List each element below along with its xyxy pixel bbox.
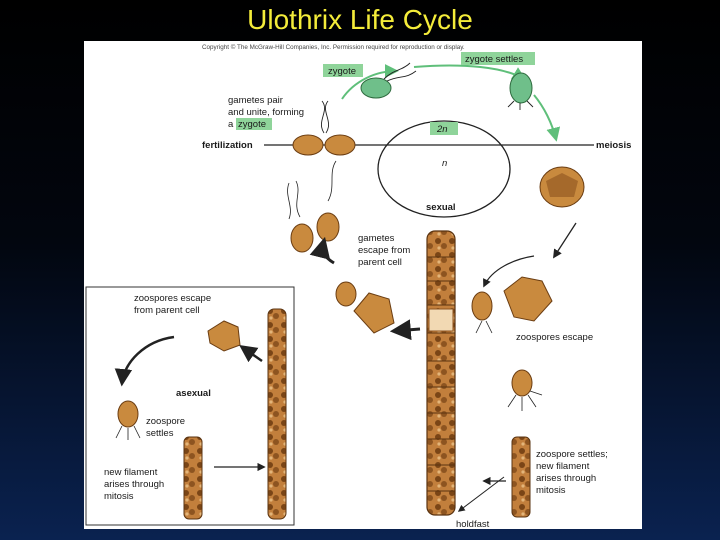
gametes-pair-line1: gametes pair (228, 95, 283, 106)
free-zoospore-right-flagella (507, 390, 543, 411)
gametes-arrow (309, 236, 335, 265)
fertilization-label: fertilization (202, 140, 253, 151)
free-gamete-flagella-2 (327, 160, 337, 202)
meiosis-cell-division (546, 173, 578, 197)
free-gamete-1 (290, 223, 314, 253)
gametes-pair-line3b: zygote (238, 119, 266, 130)
inset-zoospore (117, 400, 139, 428)
inset-zoospores-escape-line1: zoospores escape (134, 293, 211, 304)
zoospore-escaping (471, 291, 493, 321)
zoospores-arrow (483, 255, 535, 288)
ploidy-circle (377, 120, 511, 218)
zoospores-escape-label: zoospores escape (516, 332, 593, 343)
inset-new-filament-line2: arises through (104, 479, 164, 490)
slide-title: Ulothrix Life Cycle (247, 4, 473, 35)
inset-arc-arrow (114, 335, 175, 387)
gamete-left (292, 134, 324, 156)
arc-to-zygote-settles (413, 64, 527, 81)
central-filament (426, 230, 456, 516)
settled-zygote-rhizoids (507, 100, 534, 110)
new-filament-right (511, 436, 531, 518)
holdfast-label: holdfast (456, 519, 490, 529)
gametes-escape-line3: parent cell (358, 257, 402, 268)
escaping-gamete (335, 281, 357, 307)
empty-parent-cell (428, 308, 454, 332)
inset-zoospore-settles-line1: zoospore (146, 416, 185, 427)
zygote-flagella (383, 62, 417, 82)
holdfast-pointer (457, 476, 505, 512)
two-n-label: 2n (436, 124, 448, 135)
zygote-settles-label: zygote settles (465, 54, 523, 65)
copyright-text: Copyright © The McGraw-Hill Companies, I… (202, 43, 465, 51)
arc-to-zygote (341, 64, 399, 100)
life-cycle-figure: Copyright © The McGraw-Hill Companies, I… (84, 41, 642, 529)
inset-zoospore-flagella (115, 425, 141, 440)
zoospore-settles-r4: mitosis (536, 485, 566, 496)
zoospore-settles-r2: new filament (536, 461, 590, 472)
free-gamete-2 (316, 212, 340, 242)
parent-cell-arrow (389, 319, 421, 341)
inset-new-filament-line1: new filament (104, 467, 158, 478)
gametes-escape-line1: gametes (358, 233, 395, 244)
central-filament-walls (427, 256, 455, 492)
zoospore-escaping-flagella (475, 320, 493, 334)
left-filament (267, 308, 287, 520)
sexual-label: sexual (426, 202, 456, 213)
left-filament-arrow (239, 344, 263, 363)
free-zoospore-right (511, 369, 533, 397)
free-gamete-flagella (287, 180, 301, 220)
settled-zygote-cell (509, 72, 533, 104)
meiosis-down-arrow (553, 222, 577, 259)
zoospore-parent-cell (503, 276, 553, 322)
zygote-label: zygote (328, 66, 356, 77)
life-cycle-diagram: Copyright © The McGraw-Hill Companies, I… (85, 43, 631, 529)
zoospore-settles-r1: zoospore settles; (536, 449, 608, 460)
gametes-pair-line2: and unite, forming (228, 107, 304, 118)
n-label: n (442, 158, 447, 169)
gametes-escape-line2: escape from (358, 245, 410, 256)
gametes-zygote-box (236, 118, 272, 130)
two-n-box (430, 122, 458, 135)
zoospore-settles-r3: arises through (536, 473, 596, 484)
asexual-label: asexual (176, 388, 211, 399)
zygote-cell (360, 77, 392, 99)
gamete-parent-cell (353, 292, 395, 334)
meiosis-label: meiosis (596, 140, 631, 151)
zygote-settles-box (461, 52, 535, 65)
zygote-box (323, 64, 363, 77)
gametes-pair-line3a: a (228, 119, 234, 130)
inset-new-filament-line3: mitosis (104, 491, 134, 502)
arc-to-meiosis (533, 94, 561, 142)
inset-new-filament (183, 436, 203, 520)
gamete-flagella-top (320, 100, 330, 134)
gamete-right (324, 134, 356, 156)
inset-zoospore-settles-line2: settles (146, 428, 174, 439)
inset-zoospores-escape-line2: from parent cell (134, 305, 199, 316)
